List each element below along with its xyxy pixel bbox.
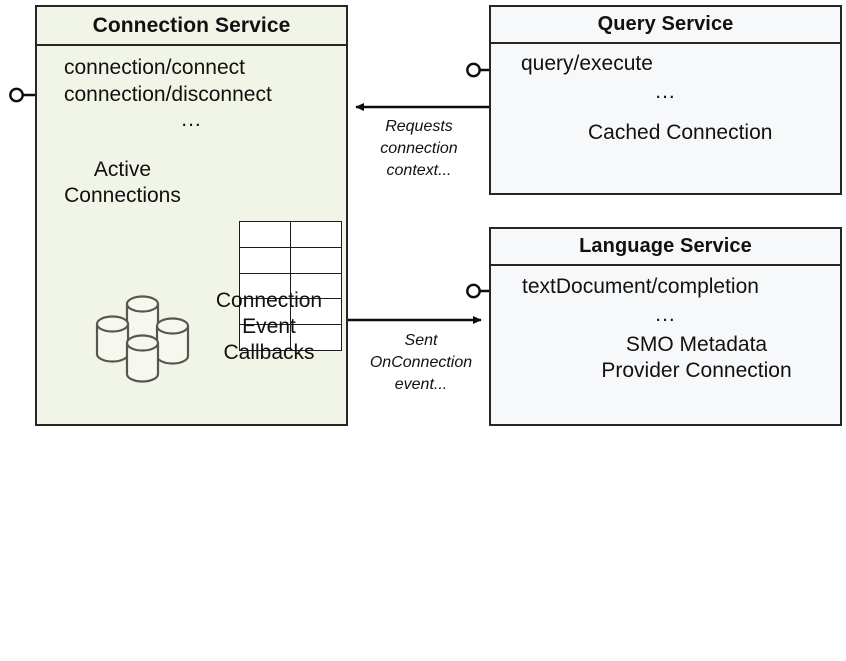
table-cell — [290, 324, 342, 351]
active-connections-line-1: Active — [93, 158, 152, 181]
callbacks-line-2: Event — [242, 315, 296, 338]
operation-connection-connect: connection/connect — [64, 56, 245, 79]
query-service-ellipsis: ... — [655, 80, 676, 103]
connection-service-body: connection/connect connection/disconnect… — [37, 46, 346, 424]
query-service-title: Query Service — [491, 7, 840, 44]
language-service-operations: textDocument/completion — [522, 273, 759, 300]
edge-label-line-1: Requests — [385, 118, 453, 135]
connection-service-title: Connection Service — [37, 7, 346, 46]
operation-connection-disconnect: connection/disconnect — [64, 83, 272, 106]
callbacks-line-3: Callbacks — [223, 341, 315, 364]
edge-label-line-2: OnConnection — [369, 354, 473, 371]
table-cell — [239, 324, 291, 351]
connection-service-ellipsis: ... — [181, 108, 202, 131]
table-row — [239, 246, 342, 274]
edge-label-requests-connection-context: Requests connection context... — [349, 116, 489, 182]
edge-label-sent-onconnection-event: Sent OnConnection event... — [349, 330, 493, 396]
cylinder-right — [155, 317, 190, 365]
table-cell — [239, 221, 291, 248]
smo-caption-line-1: SMO Metadata — [625, 333, 768, 356]
cylinder-front — [125, 334, 160, 383]
table-cell — [290, 246, 342, 274]
language-service-title: Language Service — [491, 229, 840, 266]
edge-label-line-3: context... — [386, 162, 452, 179]
query-service-operations: query/execute — [521, 50, 653, 77]
table-row — [239, 221, 342, 248]
active-connections-caption: Active Connections — [45, 157, 200, 209]
table-cell — [239, 246, 291, 274]
component-query-service[interactable]: Query Service query/execute ... Cached C… — [489, 5, 842, 195]
table-row — [239, 272, 342, 300]
table-cell — [290, 272, 342, 300]
callbacks-line-1: Connection — [215, 289, 323, 312]
database-stack-svg — [95, 295, 190, 383]
diagram-canvas: Connection Service connection/connect co… — [9, 5, 842, 426]
language-service-ellipsis: ... — [655, 303, 676, 326]
connection-event-callbacks-table — [239, 221, 342, 351]
connection-service-operations: connection/connect connection/disconnect — [64, 54, 272, 108]
smo-caption-line-2: Provider Connection — [601, 359, 792, 382]
operation-textdocument-completion: textDocument/completion — [522, 275, 759, 298]
smo-metadata-provider-caption: SMO Metadata Provider Connection — [569, 332, 824, 384]
edge-label-line-2: connection — [380, 140, 458, 157]
database-stack-icon — [90, 291, 211, 388]
table-cell — [290, 221, 342, 248]
table-grid-icon — [239, 221, 342, 351]
query-service-body: query/execute ... Cached Connection — [491, 44, 840, 193]
component-connection-service[interactable]: Connection Service connection/connect co… — [35, 5, 348, 426]
language-service-body: textDocument/completion ... SMO Metadata… — [491, 266, 840, 424]
active-connections-line-2: Connections — [64, 184, 181, 207]
cached-connection-caption: Cached Connection — [588, 121, 773, 144]
table-row — [239, 324, 342, 351]
connection-event-callbacks-caption: Connection Event Callbacks — [192, 288, 346, 366]
component-language-service[interactable]: Language Service textDocument/completion… — [489, 227, 842, 426]
edge-label-line-1: Sent — [404, 332, 438, 349]
cylinder-left — [95, 315, 130, 363]
operation-query-execute: query/execute — [521, 52, 653, 75]
edge-label-line-3: event... — [394, 376, 448, 393]
